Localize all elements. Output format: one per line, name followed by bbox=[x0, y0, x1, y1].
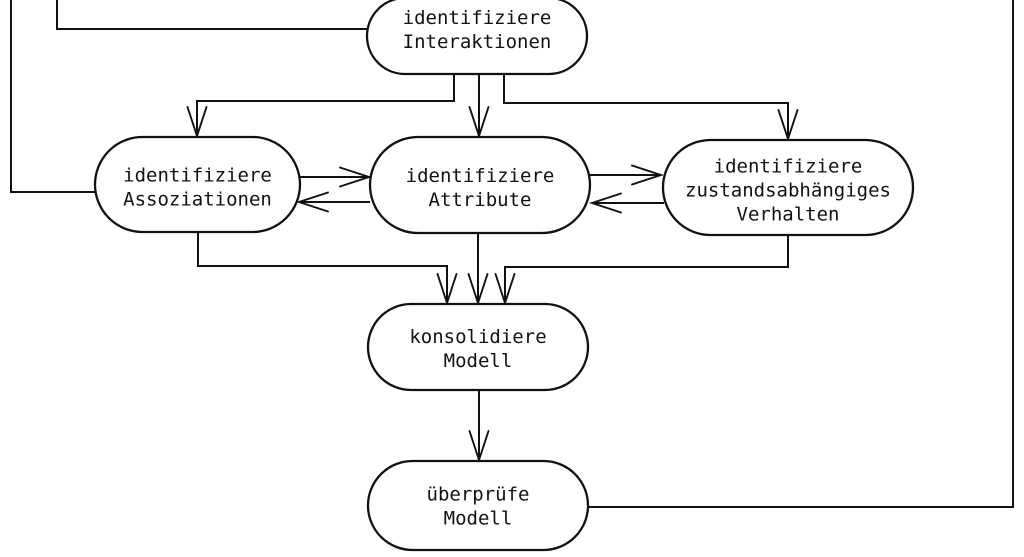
node-label-konsolidiere-modell-line2: Modell bbox=[444, 350, 513, 372]
edge-assoziationen-to-konsolidiere bbox=[197, 231, 458, 307]
node-label-identifiziere-interaktionen-line1: identifiziere bbox=[403, 7, 552, 29]
node-label-identifiziere-interaktionen-line2: Interaktionen bbox=[403, 31, 552, 53]
arrowhead-verhalten-to-attribute bbox=[588, 192, 622, 214]
edge-attribute-to-assoziationen bbox=[295, 191, 370, 213]
node-label-konsolidiere-modell-line1: konsolidiere bbox=[409, 326, 546, 348]
edge-interaktionen-to-attribute bbox=[468, 74, 490, 140]
arrowhead-assoziationen-to-attribute bbox=[339, 166, 373, 188]
node-label-ueberpruefe-modell-line1: überprüfe bbox=[427, 484, 530, 506]
edge-layer bbox=[10, 0, 1014, 508]
edge-interaktionen-to-verhalten bbox=[503, 74, 799, 143]
node-shape-ueberpruefe-modell bbox=[366, 459, 590, 552]
edge-interaktionen-to-assoziationen bbox=[186, 74, 455, 140]
node-label-identifiziere-attribute-line1: identifiziere bbox=[406, 165, 555, 187]
edge-feedback-top-to-assoziationen bbox=[10, 0, 96, 193]
node-label-identifiziere-zustandsabhaengiges-verhalten-line3: Verhalten bbox=[737, 204, 840, 226]
edge-ueberpruefe-feedback-right bbox=[588, 0, 1014, 508]
node-label-identifiziere-attribute-line2: Attribute bbox=[429, 189, 532, 211]
node-shape-identifiziere-zustandsabhaengiges-verhalten bbox=[661, 138, 915, 237]
node-shape-identifiziere-interaktionen bbox=[365, 0, 589, 76]
arrowhead-attribute-to-assoziationen bbox=[295, 191, 329, 213]
node-layer: identifiziereInteraktionenidentifiziereA… bbox=[93, 0, 915, 552]
edge-attribute-to-verhalten bbox=[589, 164, 665, 186]
edge-verhalten-to-attribute bbox=[588, 192, 664, 214]
edge-konsolidiere-to-ueberpruefe bbox=[468, 390, 490, 464]
edge-attribute-to-konsolidiere bbox=[467, 233, 489, 307]
arrowhead-attribute-to-verhalten bbox=[631, 164, 665, 186]
node-label-identifiziere-zustandsabhaengiges-verhalten-line1: identifiziere bbox=[714, 156, 863, 178]
node-shape-identifiziere-assoziationen bbox=[93, 135, 302, 234]
node-label-identifiziere-assoziationen-line2: Assoziationen bbox=[123, 189, 272, 211]
edge-verhalten-to-konsolidiere bbox=[494, 235, 789, 307]
node-shape-identifiziere-attribute bbox=[368, 135, 592, 235]
node-label-identifiziere-zustandsabhaengiges-verhalten-line2: zustandsabhängiges bbox=[685, 180, 891, 202]
node-shape-konsolidiere-modell bbox=[366, 302, 590, 392]
node-label-identifiziere-assoziationen-line1: identifiziere bbox=[123, 165, 272, 187]
edge-assoziationen-to-attribute bbox=[299, 166, 373, 188]
node-label-ueberpruefe-modell-line2: Modell bbox=[444, 508, 513, 530]
edge-feedback-top-to-interaktionen bbox=[56, 0, 368, 30]
